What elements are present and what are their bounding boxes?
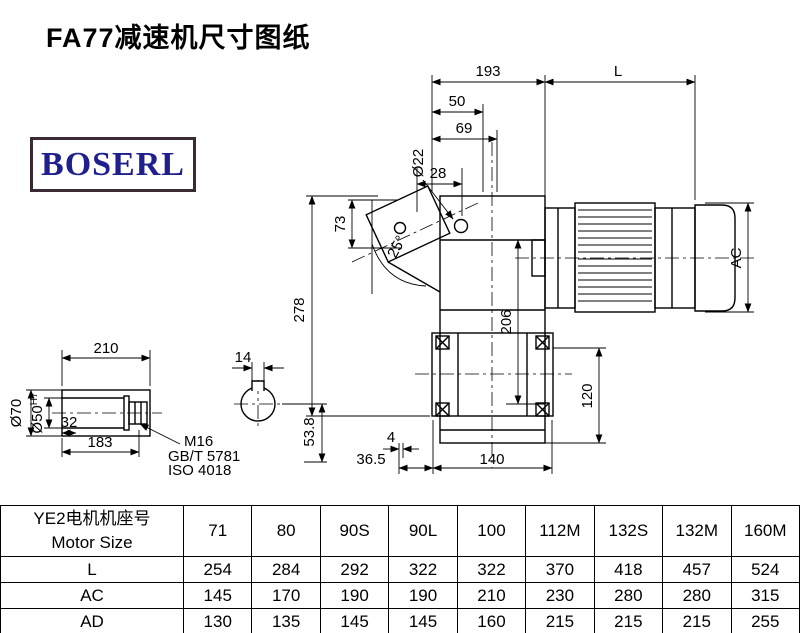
table-cell-value: 322 <box>456 556 527 583</box>
dim-210: 210 <box>93 340 118 357</box>
table-cell-value: 215 <box>593 608 664 633</box>
table-row-AD: AD 130 135 145 145 160 215 215 215 255 <box>0 608 800 633</box>
dim-dia50h7: Ø50H7 <box>29 392 46 434</box>
table-cell-value: 145 <box>319 608 390 633</box>
dim-50: 50 <box>449 93 466 110</box>
brand-logo-box: BOSERL <box>30 137 196 192</box>
dim-dia70: Ø70 <box>8 399 25 427</box>
table-cell-value: 254 <box>182 556 253 583</box>
table-cell-size: 160M <box>730 505 800 557</box>
table-cell-value: 255 <box>730 608 800 633</box>
table-cell-value: 160 <box>456 608 527 633</box>
table-cell-value: 315 <box>730 582 800 609</box>
gearbox-main-view <box>365 185 736 444</box>
table-cell-value: 457 <box>662 556 732 583</box>
dim-120: 120 <box>579 383 596 408</box>
fan-cover <box>694 204 736 312</box>
motor <box>531 202 736 313</box>
table-header-label-en: Motor Size <box>51 533 133 552</box>
dimension-lines <box>27 78 752 472</box>
table-cell-value: 292 <box>319 556 390 583</box>
flange-bolt-holes <box>435 335 550 417</box>
table-row-AC: AC 145 170 190 190 210 230 280 280 315 <box>0 582 800 609</box>
table-cell-value: 215 <box>662 608 732 633</box>
table-cell-size: 100 <box>456 505 527 557</box>
table-cell-value: 280 <box>662 582 732 609</box>
table-row-label: AC <box>0 582 184 609</box>
motor-cooling-fins <box>578 209 652 302</box>
table-row-label: L <box>0 556 184 583</box>
dim-36-5: 36.5 <box>356 451 385 468</box>
table-cell-value: 418 <box>593 556 664 583</box>
table-row-L: L 254 284 292 322 322 370 418 457 524 <box>0 556 800 583</box>
table-header-label: YE2电机机座号 Motor Size <box>0 505 184 557</box>
dim-278: 278 <box>291 297 308 322</box>
table-cell-value: 190 <box>388 582 458 609</box>
dim-73: 73 <box>332 216 349 233</box>
table-cell-value: 215 <box>525 608 595 633</box>
table-cell-size: 90S <box>319 505 390 557</box>
shaft-section-view <box>240 380 276 422</box>
dimension-labels: 193 L 50 69 Ø22 28 73 25° 278 206 AC 120… <box>8 63 745 479</box>
dim-69: 69 <box>456 120 473 137</box>
table-cell-size: 132M <box>662 505 732 557</box>
table-cell-value: 135 <box>251 608 321 633</box>
table-header-row: YE2电机机座号 Motor Size 71 80 90S 90L 100 11… <box>0 505 800 557</box>
extension-lines <box>26 75 754 474</box>
table-cell-size: 80 <box>251 505 321 557</box>
dim-32: 32 <box>61 414 78 431</box>
dim-14: 14 <box>235 349 252 366</box>
dim-dia22: Ø22 <box>410 149 427 177</box>
table-cell-value: 145 <box>182 582 253 609</box>
dim-53-8: 53.8 <box>301 417 318 446</box>
table-cell-value: 230 <box>525 582 595 609</box>
table-header-label-cn: YE2电机机座号 <box>33 509 151 528</box>
table-row-label: AD <box>0 608 184 633</box>
centerlines <box>52 142 756 468</box>
bolt-hole-circle <box>393 221 407 235</box>
dim-183: 183 <box>87 434 112 451</box>
table-cell-value: 190 <box>319 582 390 609</box>
table-cell-value: 170 <box>251 582 321 609</box>
table-cell-value: 210 <box>456 582 527 609</box>
table-cell-value: 370 <box>525 556 595 583</box>
table-cell-size: 90L <box>388 505 458 557</box>
motor-size-table: YE2电机机座号 Motor Size 71 80 90S 90L 100 11… <box>0 505 800 633</box>
dim-AC: AC <box>728 247 745 268</box>
dim-4: 4 <box>387 429 395 446</box>
brand-logo-text: BOSERL <box>41 145 185 183</box>
gearbox-dimension-drawing: 193 L 50 69 Ø22 28 73 25° 278 206 AC 120… <box>8 63 756 479</box>
bolt-head <box>128 401 148 425</box>
table-cell-value: 284 <box>251 556 321 583</box>
table-cell-size: 132S <box>593 505 664 557</box>
table-cell-value: 130 <box>182 608 253 633</box>
table-cell-value: 524 <box>730 556 800 583</box>
label-gb-standard: GB/T 5781 <box>168 448 240 465</box>
table-cell-size: 112M <box>525 505 595 557</box>
dim-28: 28 <box>430 165 447 182</box>
bolt-hole-circle <box>453 218 469 234</box>
keyway <box>251 380 265 391</box>
input-shaft-boss <box>365 185 451 263</box>
table-cell-size: 71 <box>182 505 253 557</box>
label-iso-standard: ISO 4018 <box>168 462 231 479</box>
dim-140: 140 <box>479 451 504 468</box>
output-flange <box>431 332 554 417</box>
dim-L: L <box>614 63 622 80</box>
page-title: FA77减速机尺寸图纸 <box>46 23 311 53</box>
table-cell-value: 280 <box>593 582 664 609</box>
dim-193: 193 <box>475 63 500 80</box>
table-cell-value: 145 <box>388 608 458 633</box>
label-m16: M16 <box>184 433 213 450</box>
table-cell-value: 322 <box>388 556 458 583</box>
dim-206: 206 <box>498 309 515 334</box>
hollow-shaft-detail-view <box>61 389 151 437</box>
